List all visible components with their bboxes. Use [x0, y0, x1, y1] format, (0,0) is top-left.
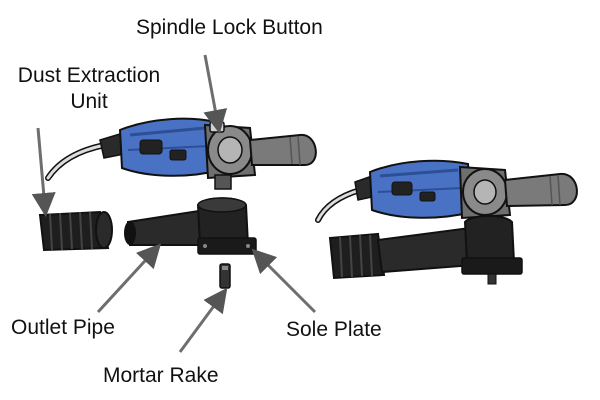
label-mortar-rake: Mortar Rake — [103, 364, 219, 387]
right-grinder — [315, 159, 578, 223]
right-dust-hose — [328, 232, 386, 280]
label-dust-extraction-line1: Dust Extraction — [17, 64, 161, 87]
pointer-outlet-pipe — [96, 243, 162, 314]
label-outlet-pipe: Outlet Pipe — [11, 316, 115, 339]
left-side-handle — [248, 133, 317, 166]
right-sole-plate — [461, 215, 523, 285]
right-side-handle — [503, 172, 578, 208]
label-spindle-lock-button: Spindle Lock Button — [136, 16, 323, 39]
pointer-lines — [31, 54, 317, 353]
label-dust-extraction-line2: Unit — [70, 90, 108, 113]
left-sole-plate — [196, 197, 257, 255]
left-outlet-pipe — [124, 208, 210, 246]
pointer-dust-extraction — [31, 127, 56, 217]
pointer-spindle-lock — [203, 54, 228, 134]
right-power-cord — [315, 187, 363, 223]
mortar-rake-part — [219, 263, 231, 289]
left-grinder — [45, 117, 317, 190]
pointer-sole-plate — [251, 248, 317, 314]
pointer-mortar-rake — [178, 287, 228, 353]
left-power-cord — [45, 142, 108, 181]
right-outlet-pipe — [376, 226, 476, 274]
left-dust-hose — [38, 210, 113, 252]
label-sole-plate: Sole Plate — [286, 318, 382, 341]
